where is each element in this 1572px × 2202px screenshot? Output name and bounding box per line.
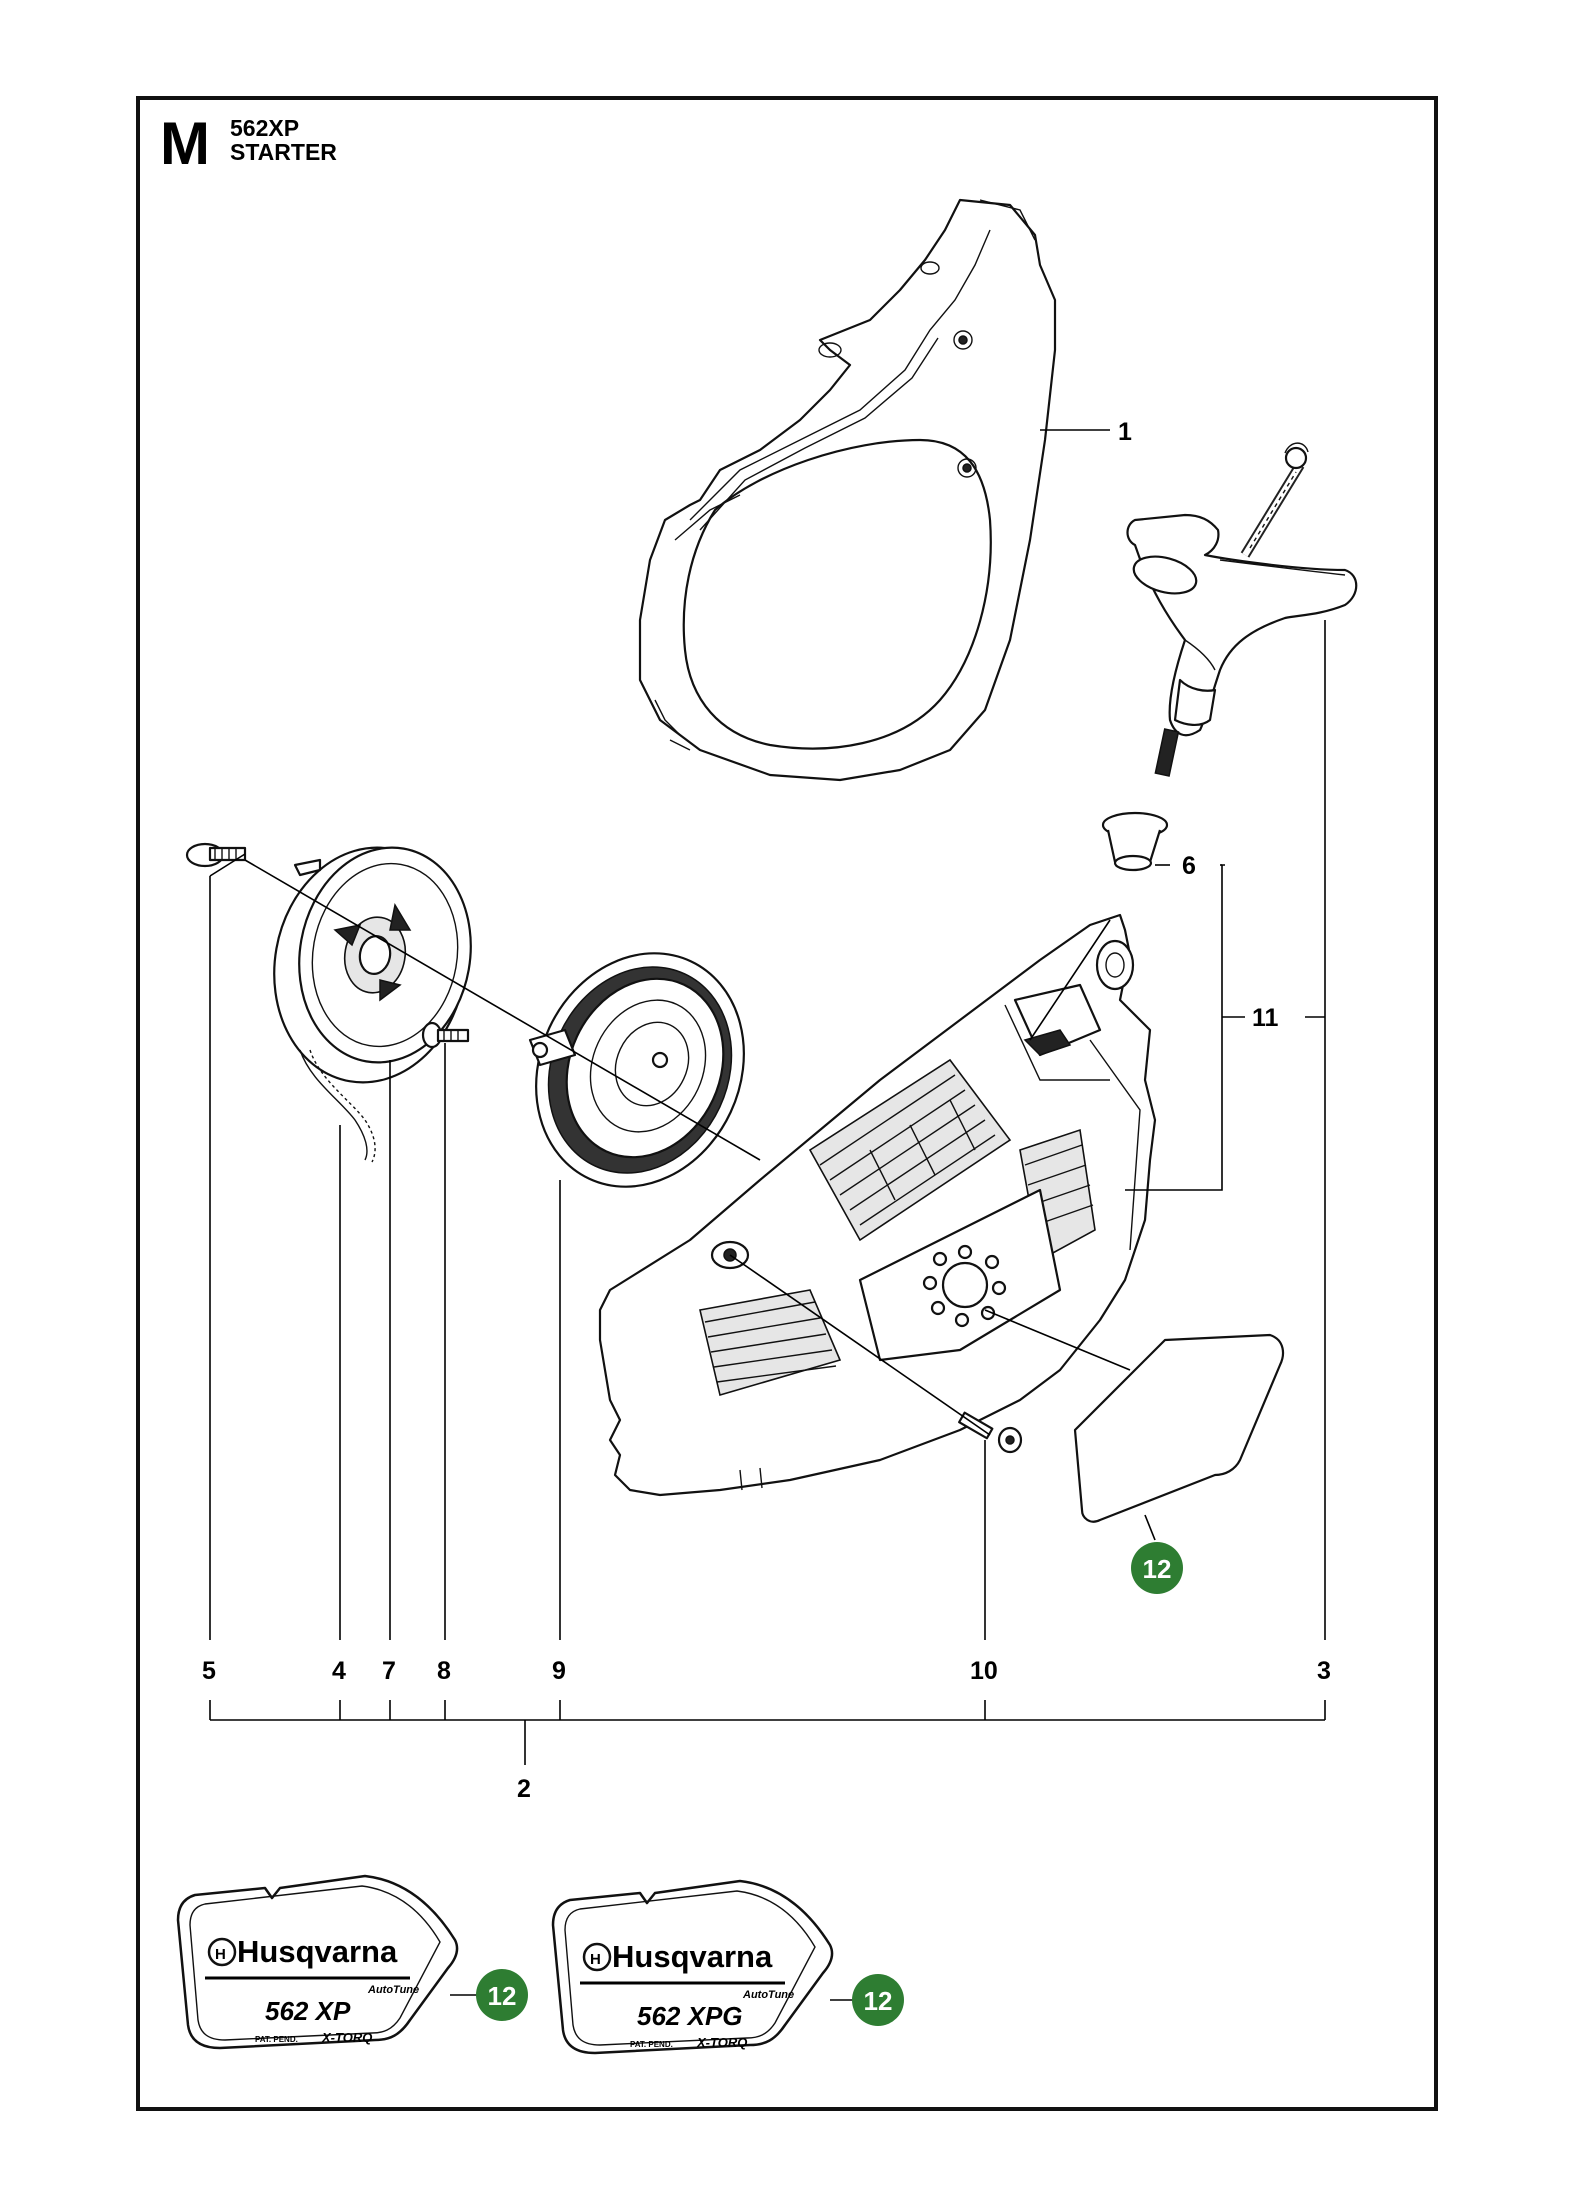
label-part-6: 6 (1182, 852, 1196, 880)
section-title: STARTER (230, 139, 337, 165)
label-part-11: 11 (1252, 1004, 1279, 1032)
part-12-decal (1073, 1333, 1285, 1523)
decal-2-brand: Husqvarna (612, 1939, 773, 1974)
label-part-4: 4 (332, 1657, 346, 1685)
housing-hole-ring (922, 1244, 1007, 1328)
decal-1-patent: PAT. PEND. (255, 2035, 298, 2044)
part-11-starter-housing (598, 913, 1157, 1497)
part-number-labels: 1 6 11 5 4 7 8 9 10 3 2 (202, 418, 1331, 1803)
decal-1-tech: X-TORQ (321, 2030, 372, 2045)
decal-callout-main: 12 (1131, 1542, 1183, 1594)
label-part-9: 9 (552, 1657, 566, 1685)
label-part-5: 5 (202, 1657, 216, 1685)
label-part-3: 3 (1317, 1657, 1331, 1685)
decal-callout-1-label: 12 (488, 1981, 517, 2011)
part-6-rope-guide (1101, 811, 1169, 872)
label-part-10: 10 (970, 1657, 998, 1685)
decal-2-patent: PAT. PEND. (630, 2040, 673, 2049)
housing-vents-lower (699, 1289, 842, 1397)
decal-2-tech: X-TORQ (696, 2035, 747, 2050)
decal-variant-1: H Husqvarna AutoTune 562 XP PAT. PEND. X… (176, 1874, 459, 2050)
decal-2-sub: AutoTune (742, 1989, 794, 2001)
decal-2-model: 562 XPG (637, 2001, 743, 2031)
label-part-8: 8 (437, 1657, 451, 1685)
label-part-2: 2 (517, 1775, 531, 1803)
leader-lines (209, 429, 1326, 2001)
decal-callout-main-label: 12 (1143, 1554, 1172, 1584)
page-frame (136, 96, 1438, 2111)
decal-variant-2: H Husqvarna AutoTune 562 XPG PAT. PEND. … (551, 1879, 834, 2055)
part-1-air-guide (638, 198, 1057, 782)
decal-callout-2-label: 12 (864, 1986, 893, 2016)
label-part-1: 1 (1118, 418, 1132, 446)
decal-1-model: 562 XP (265, 1996, 351, 2026)
decal-callout-1: 12 (476, 1969, 528, 2021)
part-3-starter-handle (1126, 442, 1358, 777)
decal-2-logo-crown-icon: H (590, 1951, 601, 1968)
label-part-7: 7 (382, 1657, 396, 1685)
decal-callout-2: 12 (852, 1974, 904, 2026)
decal-1-sub: AutoTune (367, 1984, 419, 1996)
part-8-screw (421, 1021, 470, 1049)
section-letter: M (160, 110, 210, 177)
decal-1-brand: Husqvarna (237, 1934, 398, 1969)
decal-2-logo: H (582, 1942, 612, 1972)
part-9-spring-cassette (528, 952, 745, 1188)
housing-vents-upper (808, 1058, 1012, 1242)
part-5-screw (185, 842, 247, 868)
part-7-starter-pulley (273, 846, 472, 1163)
decal-1-logo-crown-icon: H (215, 1946, 226, 1963)
part-10-screw (958, 1411, 1023, 1454)
decal-1-logo: H (207, 1937, 237, 1967)
model-code: 562XP (230, 115, 300, 141)
